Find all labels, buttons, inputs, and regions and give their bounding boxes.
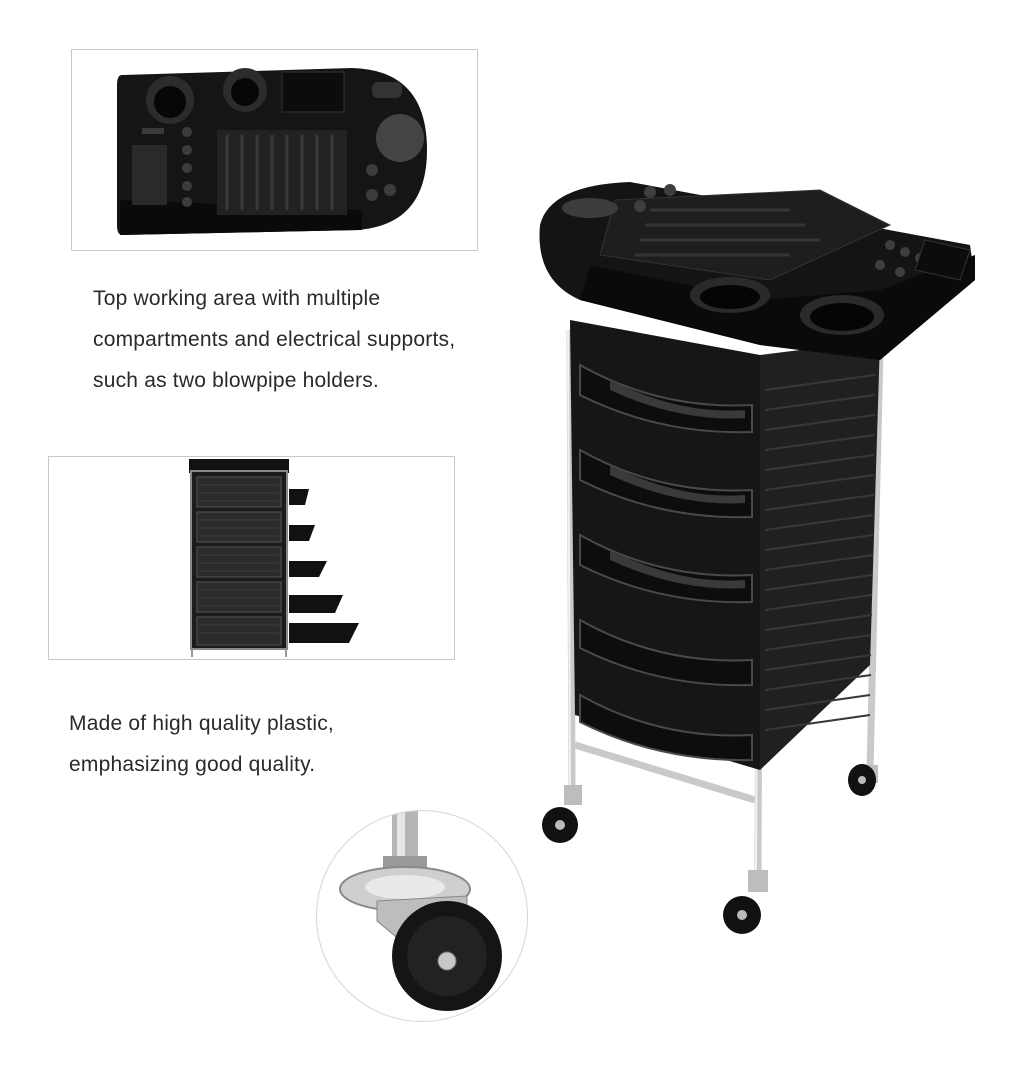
salon-trolley-product (520, 170, 1000, 950)
top-tray-image (117, 68, 427, 235)
drawers-image-frame (48, 456, 455, 660)
caption-top-working-area: Top working area with multiple compartme… (93, 287, 456, 392)
caster-wheel-image (339, 811, 502, 1011)
caster-wheel-detail (316, 810, 528, 1022)
drawers-open-image (189, 459, 359, 657)
caption-material-quality: Made of high quality plastic, emphasizin… (69, 712, 334, 776)
salon-trolley-image (539, 182, 975, 934)
top-tray-image-frame (71, 49, 478, 251)
